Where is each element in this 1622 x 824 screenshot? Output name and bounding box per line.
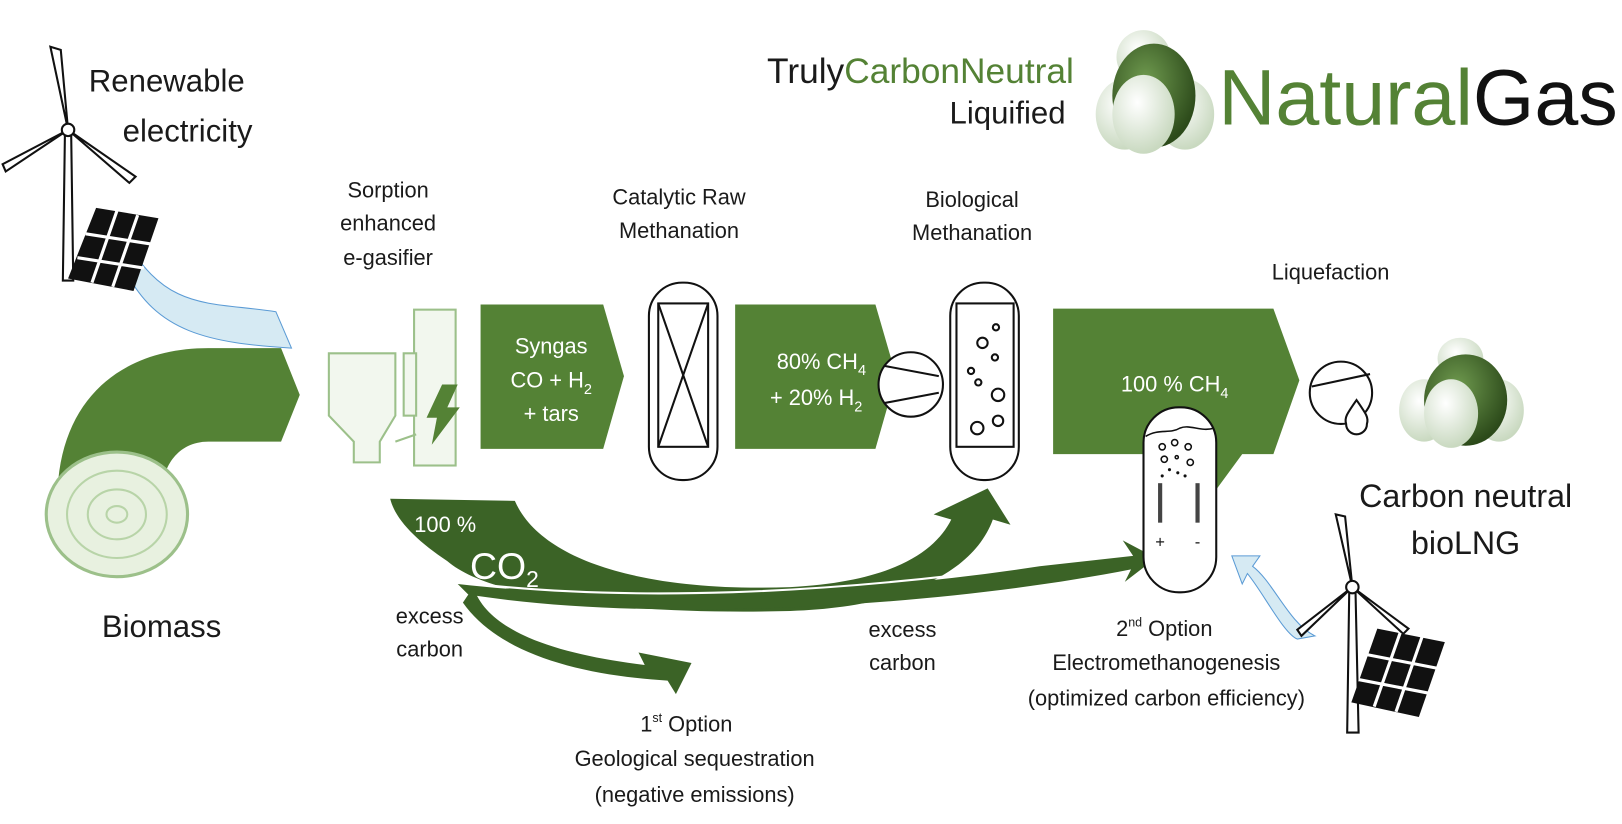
syngas-flow-arrow <box>480 304 624 449</box>
methane-share-label: 80% CH4 <box>777 349 866 379</box>
gasifier-label: enhanced <box>340 211 436 236</box>
syngas-composition: CO + H2 <box>511 368 592 398</box>
gasifier-label: e-gasifier <box>343 245 433 270</box>
wind-turbine-icon <box>1 45 138 282</box>
renewable-label: Renewable <box>89 63 245 98</box>
electricity-flow-arrow <box>1231 555 1317 640</box>
lightning-icon <box>426 384 460 445</box>
excess-carbon-label: carbon <box>869 650 936 675</box>
gasifier-icon <box>327 308 457 467</box>
co2-percent: 100 % <box>414 512 476 537</box>
co2-flow <box>390 488 1156 695</box>
log-icon <box>44 450 190 579</box>
option1-title: 1st Option <box>640 711 732 736</box>
cathode-label: - <box>1195 533 1201 552</box>
methane-label: 100 % CH4 <box>1121 372 1229 402</box>
excess-carbon-label: excess <box>396 603 464 628</box>
output-label: bioLNG <box>1411 525 1520 561</box>
syngas-tars: + tars <box>524 401 579 426</box>
gasifier-label: Sorption <box>347 177 428 202</box>
logo-liquified: Liquified <box>950 96 1066 131</box>
methane-flow-arrow <box>1053 308 1300 497</box>
option1-note: (negative emissions) <box>595 782 795 807</box>
compressor-icon <box>877 351 945 418</box>
co2-label: CO2 <box>470 545 539 592</box>
solar-panel-icon <box>68 207 159 291</box>
syngas-label: Syngas <box>515 333 588 358</box>
hydrogen-share-label: + 20% H2 <box>770 385 862 415</box>
solar-panel-icon <box>1351 628 1445 717</box>
biological-reactor-icon <box>949 281 1020 482</box>
electromethanogenesis-reactor-icon <box>1142 406 1218 594</box>
biomass-label: Biomass <box>102 609 221 644</box>
electricity-label: electricity <box>123 113 253 148</box>
logo-wordmark: NaturalGas <box>1218 54 1617 142</box>
option1-description: Geological sequestration <box>575 746 815 771</box>
logo: TrulyCarbonNeutral Liquified NaturalGas <box>767 30 1618 154</box>
logo-tagline: TrulyCarbonNeutral <box>767 52 1074 91</box>
excess-carbon-label: carbon <box>396 637 463 662</box>
biological-label: Methanation <box>912 220 1032 245</box>
option2-note: (optimized carbon efficiency) <box>1028 686 1305 711</box>
liquefier-icon <box>1308 360 1374 436</box>
catalytic-label: Methanation <box>619 218 739 243</box>
mixed-gas-flow-arrow <box>735 304 897 449</box>
electricity-flow <box>124 237 293 349</box>
excess-carbon-label: excess <box>868 617 936 642</box>
option2-title: 2nd Option <box>1116 616 1212 641</box>
biological-label: Biological <box>925 187 1018 212</box>
bioLNG-molecule-icon <box>1399 337 1524 448</box>
anode-label: + <box>1155 533 1165 552</box>
option2-description: Electromethanogenesis <box>1052 650 1280 675</box>
methane-molecule-icon <box>1095 30 1215 154</box>
catalytic-reactor-icon <box>647 281 719 482</box>
output-label: Carbon neutral <box>1359 478 1572 514</box>
co2-split-line <box>457 563 1040 595</box>
liquefaction-label: Liquefaction <box>1272 260 1390 285</box>
wind-turbine-icon <box>1295 512 1411 734</box>
catalytic-label: Catalytic Raw <box>612 185 746 210</box>
